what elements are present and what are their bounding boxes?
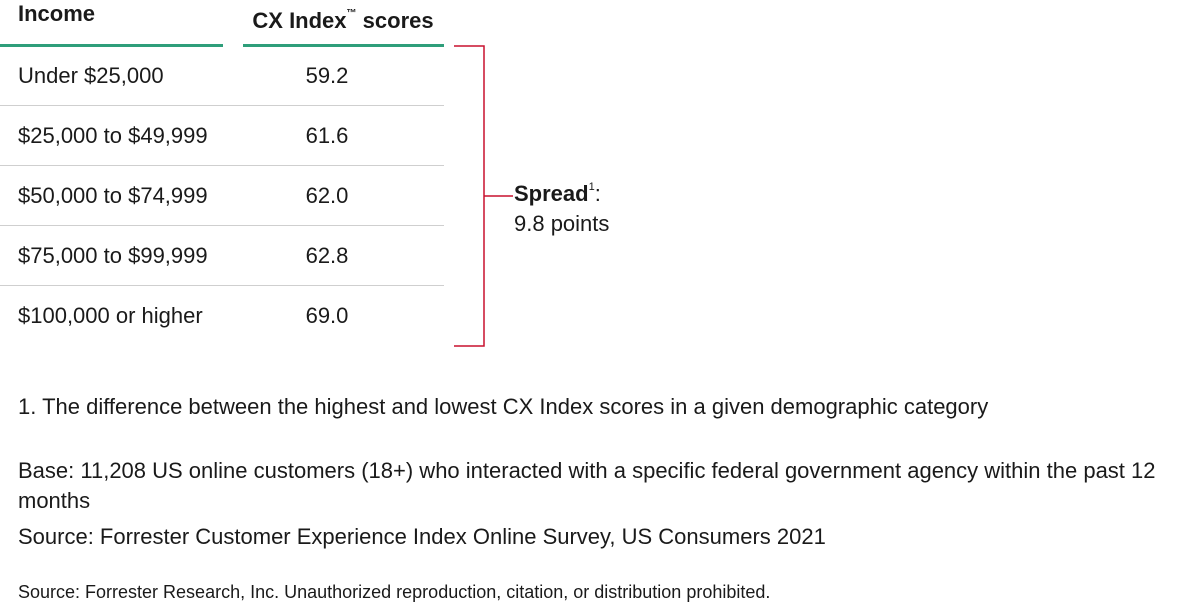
spread-value: 9.8 points bbox=[514, 211, 610, 236]
spread-title-line: Spread1: bbox=[514, 172, 609, 209]
income-label: Under $25,000 bbox=[18, 63, 164, 88]
base-note: Base: 11,208 US online customers (18+) w… bbox=[18, 458, 1156, 513]
table-row: Under $25,000 59.2 bbox=[0, 46, 444, 106]
income-header-rule bbox=[0, 44, 223, 47]
table-row: $25,000 to $49,999 61.6 bbox=[0, 106, 444, 166]
score-header-main: CX Index bbox=[252, 8, 347, 33]
score-value: 61.6 bbox=[305, 123, 349, 148]
footnote: 1. The difference between the highest an… bbox=[18, 394, 989, 419]
income-label: $50,000 to $74,999 bbox=[18, 183, 208, 208]
table-row: $75,000 to $99,999 62.8 bbox=[0, 226, 444, 286]
spread-title: Spread bbox=[514, 181, 589, 206]
row-divider bbox=[0, 285, 444, 286]
score-header-rule bbox=[243, 44, 444, 47]
source-note: Source: Forrester Customer Experience In… bbox=[18, 524, 826, 549]
income-label: $25,000 to $49,999 bbox=[18, 123, 208, 148]
score-column-header: CX Index™ scores bbox=[243, 0, 443, 35]
table-row: $50,000 to $74,999 62.0 bbox=[0, 166, 444, 226]
score-value: 69.0 bbox=[305, 303, 349, 328]
spread-annotation: Spread1: 9.8 points bbox=[514, 172, 609, 239]
trademark-mark: ™ bbox=[346, 8, 357, 19]
bracket-line bbox=[454, 45, 513, 347]
score-value: 62.8 bbox=[305, 243, 349, 268]
row-divider bbox=[0, 225, 444, 226]
income-label: $100,000 or higher bbox=[18, 303, 203, 328]
score-value: 62.0 bbox=[305, 183, 349, 208]
score-value: 59.2 bbox=[305, 63, 349, 88]
income-label: $75,000 to $99,999 bbox=[18, 243, 208, 268]
score-header-suffix: scores bbox=[362, 8, 434, 33]
income-column-header: Income bbox=[18, 1, 96, 26]
copyright-note: Source: Forrester Research, Inc. Unautho… bbox=[18, 582, 771, 602]
row-divider bbox=[0, 105, 444, 106]
spread-footnote-mark: 1 bbox=[588, 181, 595, 193]
row-divider bbox=[0, 165, 444, 166]
spread-colon: : bbox=[594, 181, 601, 206]
table-row: $100,000 or higher 69.0 bbox=[0, 286, 444, 346]
